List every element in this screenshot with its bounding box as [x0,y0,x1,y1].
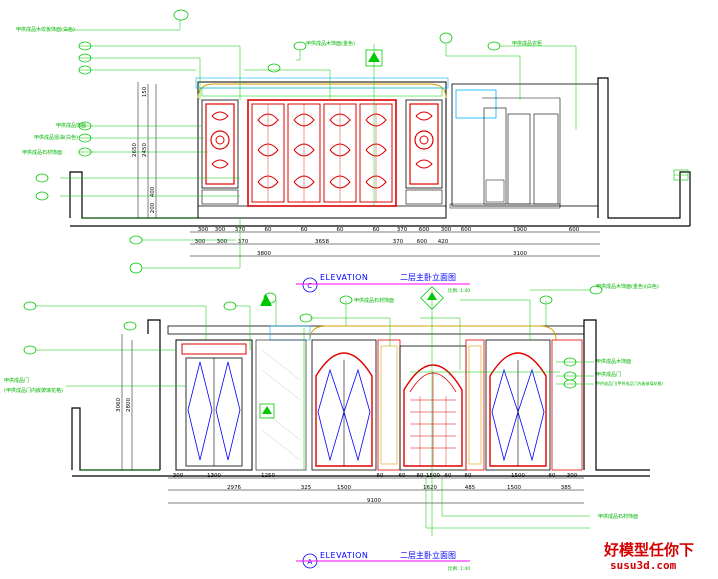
lower-callout-right-1: 甲供成品门 [596,371,621,378]
upper-dim-a-11: 1900 [513,227,527,233]
lower-arch-door-left [311,339,377,471]
upper-dim-a-9: 300 [441,227,452,233]
upper-dim-v-1: 2450 [142,143,148,157]
lower-elevation-title: A ELEVATION 二层主卧立面图 比例: 1:40 [296,550,470,572]
upper-callout-left-1: 甲供成品饰面 [56,122,86,129]
lower-callout-top-0: 甲供成品石材饰面 [354,297,394,304]
upper-callout-bubbles [35,9,501,274]
watermark: 好模型任你下 susu3d.com [603,541,694,572]
upper-title-en: ELEVATION [320,273,368,282]
upper-elevation: 2650 2450 400 150 200 300 300 370 60 60 … [16,9,691,294]
upper-left-callouts [60,20,331,197]
lower-dim-a-5: 60 [417,473,424,479]
lower-dim-a-9: 1500 [511,473,525,479]
lower-title-marker: A [307,558,312,566]
upper-callout-top-1: 甲供成品衣柜 [512,40,542,47]
lower-callout-right-0: 甲供成品木饰面 [596,358,631,365]
upper-dim-a-1: 300 [215,227,226,233]
lower-dim-b-1: 325 [301,485,312,491]
lower-dim-b-4: 485 [465,485,476,491]
upper-dim-v-4: 200 [150,202,156,213]
lower-callout-left-0: 甲供成品门 [4,377,29,384]
upper-dim-a-4: 60 [301,227,308,233]
lower-callout-right-2: 甲供成品门(甲供成品门内嵌玻璃花格) [596,380,664,386]
upper-dim-a-12: 600 [569,227,580,233]
watermark-en: susu3d.com [610,559,677,572]
lower-dim-a-1: 1300 [207,473,221,479]
upper-dim-a-3: 60 [265,227,272,233]
upper-dim-a-5: 60 [337,227,344,233]
lower-center-marker-top [420,286,444,310]
lower-dim-a-2: 1250 [261,473,275,479]
upper-right-leaders [142,44,577,269]
upper-dim-a-10: 600 [461,227,472,233]
lower-center-marker-mid [259,403,275,419]
upper-dim-b-4: 370 [393,239,404,245]
upper-dim-b-0: 300 [195,239,206,245]
upper-dims-c: 3800 3100 [257,251,527,257]
upper-wardrobe [449,83,599,209]
upper-dim-a-6: 60 [373,227,380,233]
lower-left-door [175,339,253,471]
lower-dim-b-0: 2976 [227,485,241,491]
lower-dim-c-0: 9100 [367,498,381,504]
lower-dim-v-0: 3060 [116,398,122,412]
lower-dim-v-1: 2800 [126,398,132,412]
lower-dim-a-7: 60 [445,473,452,479]
upper-dim-v-3: 150 [142,86,148,97]
lower-callout-bottom-0: 甲供成品石材饰面 [598,513,638,520]
lower-arch-door-right [485,339,551,471]
upper-callout-left-3: 甲供成品石材饰面 [22,149,62,156]
watermark-cn: 好模型任你下 [603,541,694,559]
upper-title-cn: 二层主卧立面图 [400,272,456,282]
upper-elevation-title: C ELEVATION 二层主卧立面图 比例: 1:40 [296,272,470,294]
upper-title-marker: C [307,282,312,290]
upper-scale: 比例: 1:40 [448,287,470,294]
upper-callout-left-0: 甲供成品木纹板饰面(白色) [16,26,75,33]
upper-callout-top-0: 甲供成品木饰面(金色) [306,40,355,47]
upper-dim-c-1: 3100 [513,251,527,257]
upper-dim-a-7: 370 [397,227,408,233]
lower-title-cn: 二层主卧立面图 [400,550,456,560]
lower-dim-a-4: 60 [399,473,406,479]
lower-dim-a-11: 300 [567,473,578,479]
upper-center-marker [365,49,383,67]
upper-dims-b: 300 300 370 3658 370 600 420 [195,239,449,245]
lower-dims-b: 2976 325 1500 1620 485 1500 385 [227,485,572,491]
upper-dim-b-1: 300 [217,239,228,245]
upper-dim-b-5: 600 [417,239,428,245]
lower-dim-a-3: 60 [377,473,384,479]
lower-dims-a: 300 1300 1250 60 60 60 1500 60 60 1500 6… [173,473,578,479]
upper-dim-c-0: 3800 [257,251,271,257]
upper-dim-b-2: 370 [238,239,249,245]
upper-dim-v-0: 2650 [132,143,138,157]
lower-dim-a-6: 1500 [426,473,440,479]
lower-dim-b-3: 1620 [423,485,437,491]
lower-central-arch [399,345,467,471]
lower-callout-leaders [36,289,594,536]
upper-center-doors [247,99,397,207]
upper-dim-a-8: 600 [419,227,430,233]
upper-dim-b-3: 3658 [315,239,329,245]
lower-callout-left-1: (甲供成品门内嵌玻璃花格) [4,387,63,394]
lower-dim-a-8: 60 [465,473,472,479]
upper-dim-a-0: 300 [198,227,209,233]
lower-callout-top-1: 甲供成品木饰面(金色)(白色) [596,283,659,290]
upper-callout-left-2: 甲供成品混油(白色) [34,134,78,141]
lower-elevation: 3060 2800 300 1300 1250 60 60 60 1500 60… [4,283,664,572]
lower-dim-b-5: 1500 [507,485,521,491]
lower-scale: 比例: 1:40 [448,565,470,572]
upper-dim-b-6: 420 [438,239,449,245]
lower-dim-b-6: 385 [561,485,572,491]
upper-dim-v-2: 400 [150,186,156,197]
lower-title-en: ELEVATION [320,551,368,560]
lower-left-marker [260,294,272,306]
lower-dim-b-2: 1500 [337,485,351,491]
lower-dim-a-10: 60 [549,473,556,479]
lower-callout-bubbles [23,285,603,389]
lower-dim-a-0: 300 [173,473,184,479]
